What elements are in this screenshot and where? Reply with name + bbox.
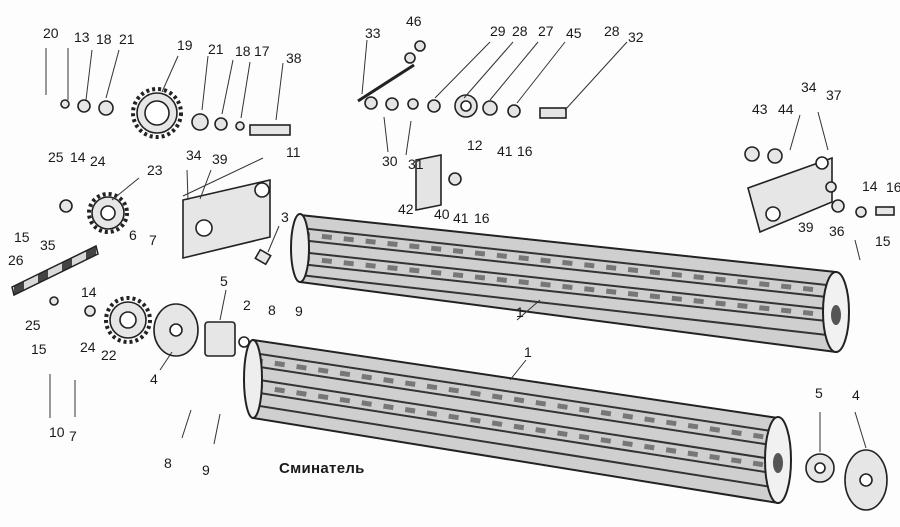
part-number-6: 6 bbox=[129, 227, 137, 243]
part-number-34-2: 34 bbox=[801, 79, 817, 95]
part-number-25-2: 25 bbox=[25, 317, 41, 333]
part-number-46: 46 bbox=[406, 13, 422, 29]
part-number-41-2: 41 bbox=[453, 210, 469, 226]
part-number-22: 22 bbox=[101, 347, 117, 363]
part-number-27: 27 bbox=[538, 23, 554, 39]
middle-shaft-parts bbox=[357, 40, 567, 211]
part-number-23: 23 bbox=[147, 162, 163, 178]
part-number-26: 26 bbox=[8, 252, 24, 268]
left-drive-parts bbox=[49, 87, 291, 357]
part-number-14-1: 14 bbox=[70, 149, 86, 165]
right-end-parts bbox=[744, 146, 895, 511]
diagram-caption: Сминатель bbox=[279, 460, 365, 477]
part-number-41-1: 41 bbox=[497, 143, 513, 159]
part-number-16-1: 16 bbox=[517, 143, 533, 159]
part-number-36: 36 bbox=[829, 223, 845, 239]
part-number-33: 33 bbox=[365, 25, 381, 41]
part-number-16-3: 16 bbox=[886, 179, 900, 195]
upper-roller bbox=[290, 213, 850, 354]
part-number-19: 19 bbox=[177, 37, 193, 53]
part-number-34-1: 34 bbox=[186, 147, 202, 163]
part-number-28-2: 28 bbox=[604, 23, 620, 39]
part-number-12: 12 bbox=[467, 137, 483, 153]
part-number-45: 45 bbox=[566, 25, 582, 41]
lower-roller bbox=[243, 338, 792, 505]
part-number-21-2: 21 bbox=[208, 41, 224, 57]
drive-chain bbox=[11, 244, 99, 297]
part-number-14-3: 14 bbox=[862, 178, 878, 194]
part-number-1-2: 1 bbox=[524, 344, 532, 360]
part-number-11: 11 bbox=[286, 144, 301, 160]
leader-lines bbox=[45, 39, 867, 452]
part-number-20: 20 bbox=[43, 25, 59, 41]
part-number-8-1: 8 bbox=[268, 302, 276, 318]
part-number-16-2: 16 bbox=[474, 210, 490, 226]
part-number-44: 44 bbox=[778, 101, 794, 117]
part-number-24-2: 24 bbox=[80, 339, 96, 355]
part-number-21-1: 21 bbox=[119, 31, 135, 47]
part-number-2: 2 bbox=[243, 297, 251, 313]
part-number-39-2: 39 bbox=[798, 219, 814, 235]
part-number-5-1: 5 bbox=[220, 273, 228, 289]
part-number-42: 42 bbox=[398, 201, 414, 217]
part-number-39-1: 39 bbox=[212, 151, 228, 167]
part-number-15-3: 15 bbox=[875, 233, 891, 249]
part-number-3: 3 bbox=[281, 209, 289, 225]
part-number-15-2: 15 bbox=[31, 341, 47, 357]
part-number-4-2: 4 bbox=[852, 387, 860, 403]
part-number-5-2: 5 bbox=[815, 385, 823, 401]
part-number-31: 31 bbox=[408, 156, 424, 172]
part-number-28-1: 28 bbox=[512, 23, 528, 39]
part-number-43: 43 bbox=[752, 101, 768, 117]
part-number-4-1: 4 bbox=[150, 371, 158, 387]
part-number-40: 40 bbox=[434, 206, 450, 222]
part-number-15-1: 15 bbox=[14, 229, 30, 245]
part-number-9-2: 9 bbox=[202, 462, 210, 478]
part-number-24-1: 24 bbox=[90, 153, 106, 169]
part-number-35: 35 bbox=[40, 237, 56, 253]
part-number-25-1: 25 bbox=[48, 149, 64, 165]
part-number-32: 32 bbox=[628, 29, 644, 45]
part-number-29: 29 bbox=[490, 23, 506, 39]
part-number-9-1: 9 bbox=[295, 303, 303, 319]
part-number-8-2: 8 bbox=[164, 455, 172, 471]
part-number-7-1: 7 bbox=[149, 232, 157, 248]
part-number-14-2: 14 bbox=[81, 284, 97, 300]
part-number-17: 17 bbox=[254, 43, 270, 59]
part-number-30: 30 bbox=[382, 153, 398, 169]
part-number-1-1: 1 bbox=[516, 304, 524, 320]
part-number-13: 13 bbox=[74, 29, 90, 45]
part-number-37: 37 bbox=[826, 87, 842, 103]
part-number-38: 38 bbox=[286, 50, 302, 66]
part-number-7-2: 7 bbox=[69, 428, 77, 444]
part-number-18-2: 18 bbox=[235, 43, 251, 59]
part-number-18-1: 18 bbox=[96, 31, 112, 47]
part-number-10: 10 bbox=[49, 424, 65, 440]
